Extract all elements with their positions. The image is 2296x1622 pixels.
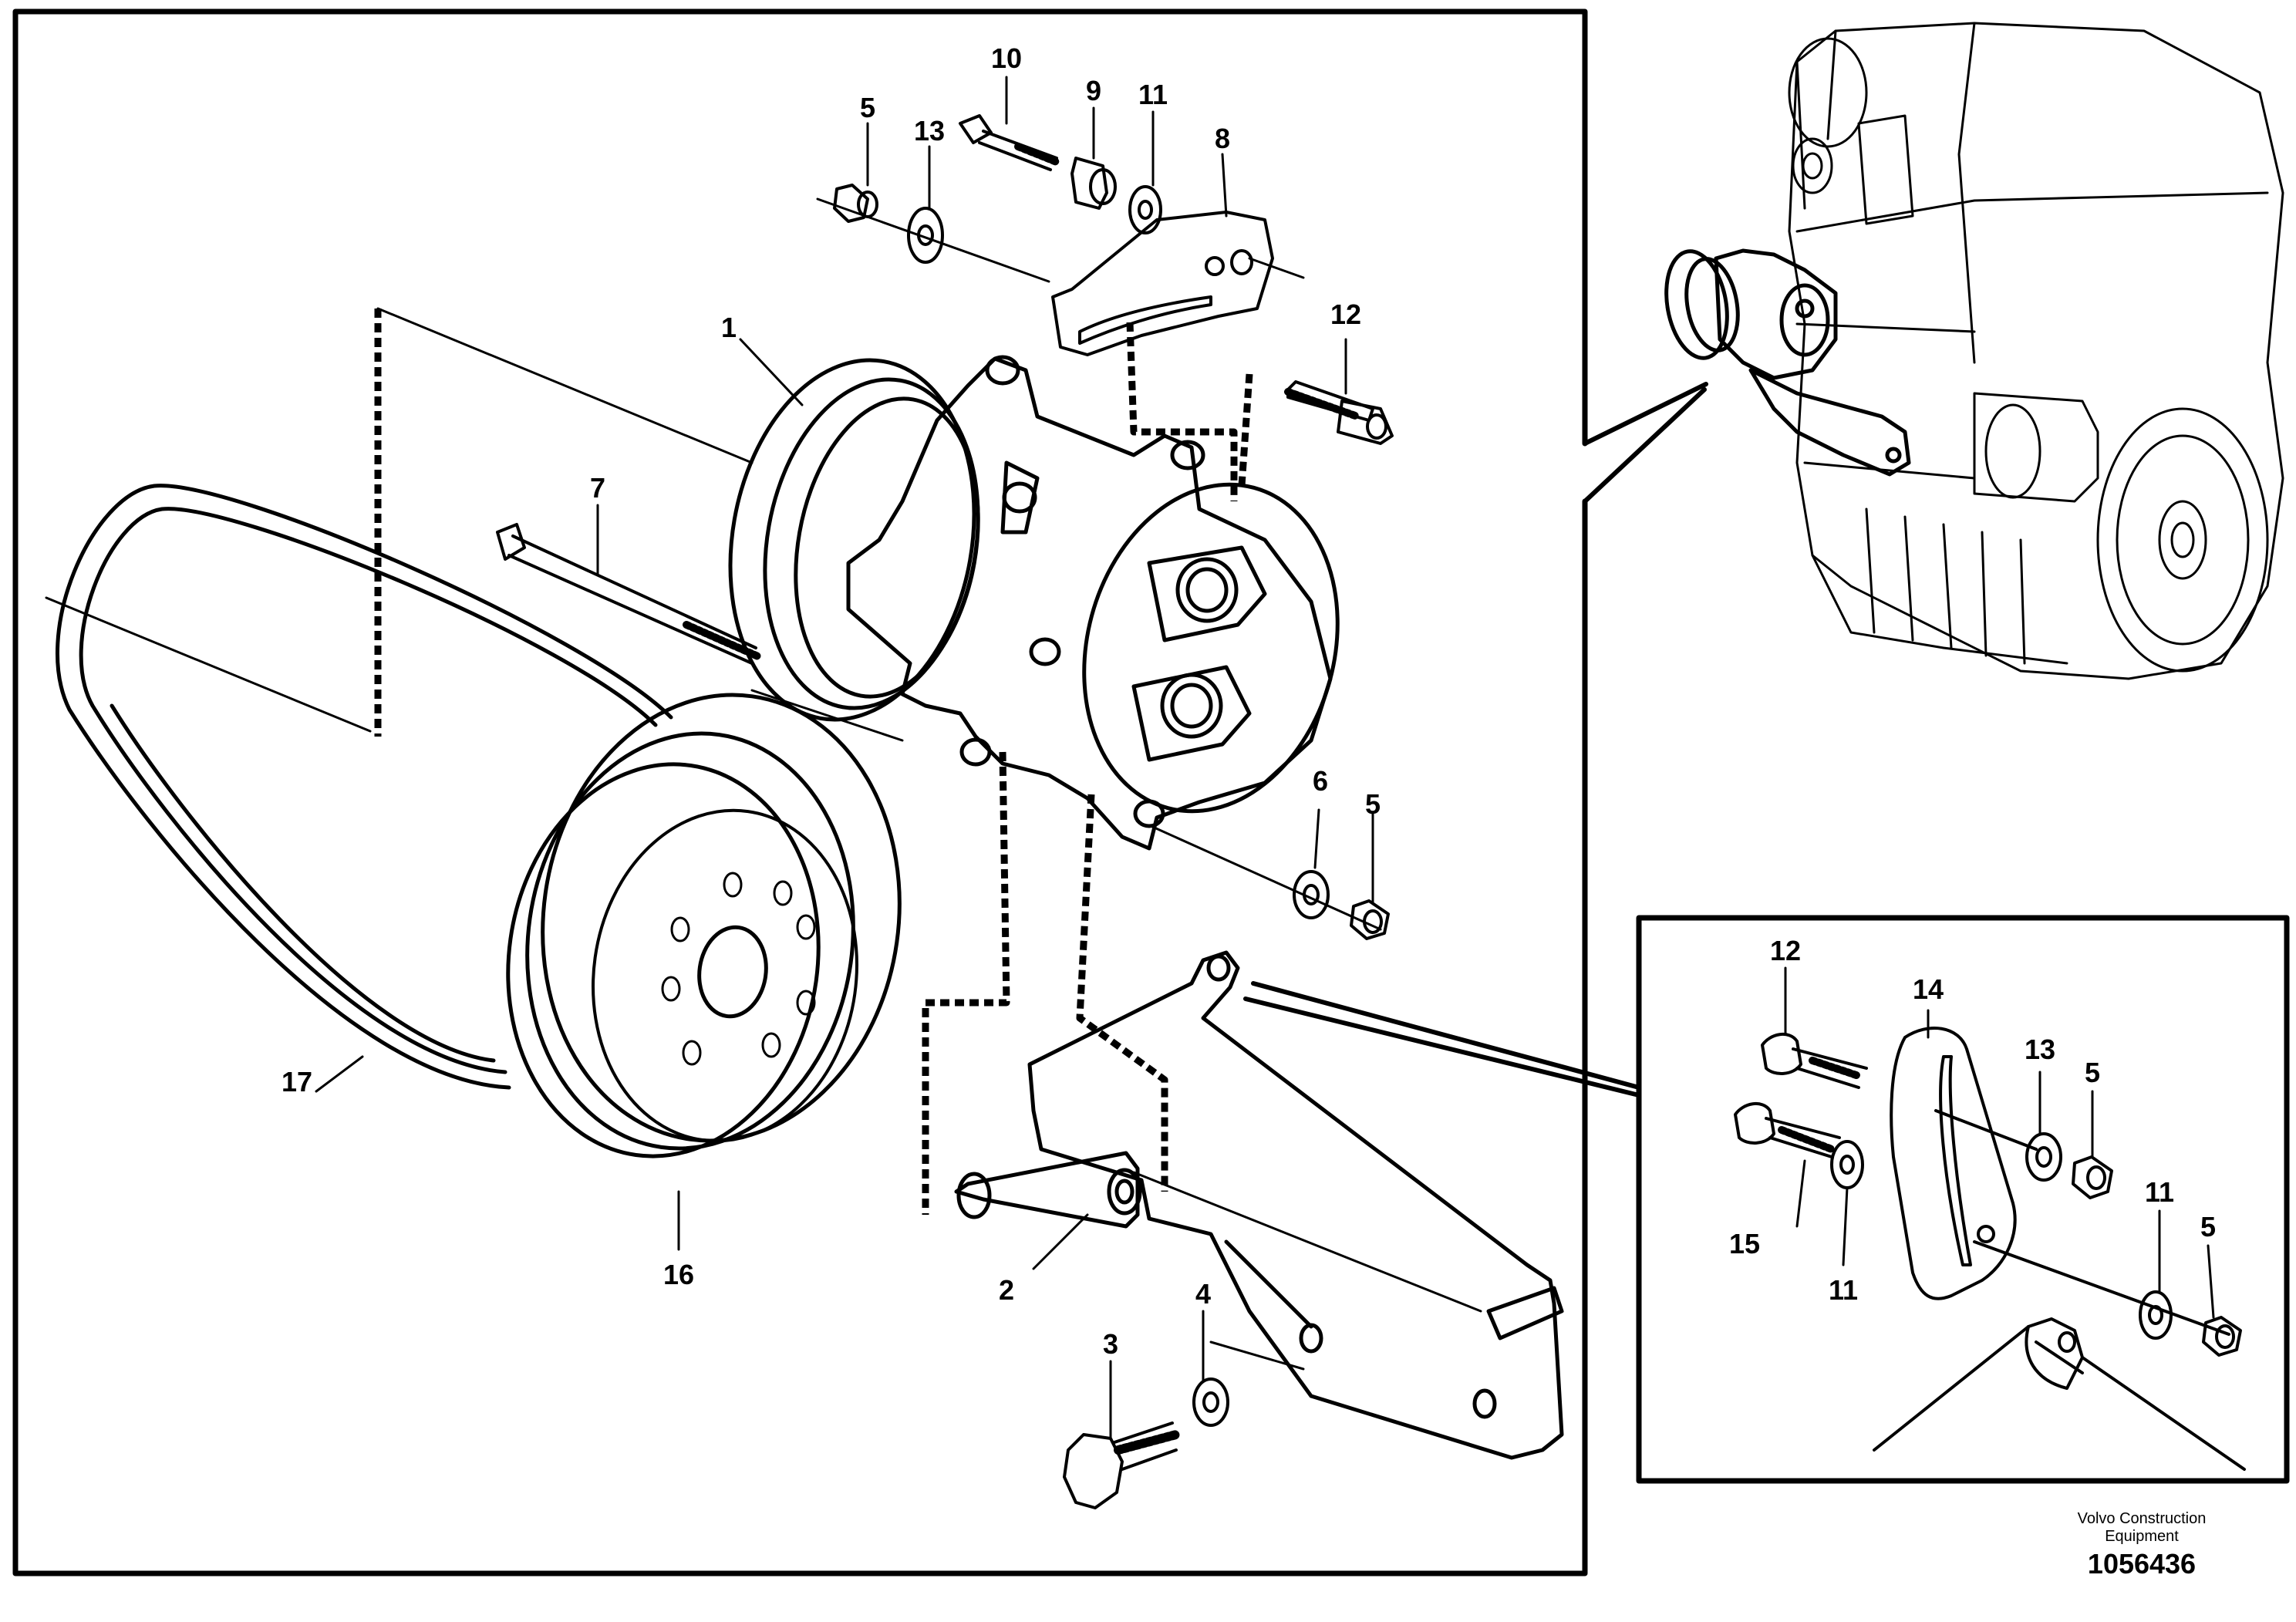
callout-part-1: 1	[721, 312, 737, 343]
callout-part-10: 10	[991, 42, 1022, 74]
callout-part-9: 9	[1086, 75, 1101, 106]
right-washer-nut	[1293, 870, 1390, 940]
detail-callout-part-15: 15	[1729, 1228, 1760, 1259]
detail-callout-part-11-right: 11	[2145, 1176, 2174, 1208]
detail-inset-frame	[1636, 915, 2290, 1484]
callout-part-16: 16	[663, 1259, 694, 1290]
callout-part-3: 3	[1103, 1328, 1118, 1360]
detail-callout-part-5-lower: 5	[2200, 1211, 2216, 1243]
detail-pointer-lines	[1243, 981, 1641, 1098]
engine-overview-illustration	[1664, 22, 2284, 680]
callout-part-5-right: 5	[1365, 788, 1381, 820]
document-number: 1056436	[2088, 1548, 2196, 1580]
callout-part-11-top: 11	[1138, 79, 1168, 110]
drive-belt	[56, 484, 673, 1090]
callout-part-5-top: 5	[860, 92, 875, 123]
callout-part-7: 7	[590, 472, 605, 504]
engine-pointer-lines	[1583, 382, 1708, 504]
long-bolt	[496, 523, 764, 665]
ac-compressor	[728, 355, 1340, 851]
credit-line-2: Equipment	[2105, 1528, 2179, 1545]
callout-part-13-top: 13	[914, 115, 945, 147]
crankshaft-pulley	[506, 693, 902, 1158]
mounting-bracket	[954, 950, 1564, 1460]
callout-part-8: 8	[1215, 123, 1230, 154]
detail-callout-part-5-upper: 5	[2085, 1057, 2100, 1088]
top-hardware	[833, 114, 1394, 445]
credit-line-1: Volvo Construction	[2078, 1510, 2207, 1527]
assembly-axis-lines	[45, 197, 1482, 1371]
callout-part-4: 4	[1195, 1278, 1211, 1310]
detail-callout-part-14: 14	[1913, 973, 1944, 1005]
detail-callout-part-11-left: 11	[1829, 1274, 1858, 1306]
callout-part-12-top: 12	[1330, 298, 1361, 330]
detail-callout-part-12: 12	[1770, 935, 1801, 966]
callout-part-2: 2	[999, 1274, 1014, 1306]
callout-leaders	[315, 76, 1374, 1440]
main-frame-border	[12, 8, 1588, 1576]
bottom-bolt-washer	[1063, 1378, 1229, 1509]
alignment-dashed-lines	[374, 309, 1253, 1215]
detail-callout-part-13: 13	[2025, 1034, 2055, 1065]
callout-part-6: 6	[1313, 765, 1328, 797]
detail-inset-drawing	[1734, 966, 2246, 1471]
callout-part-17: 17	[282, 1066, 312, 1098]
